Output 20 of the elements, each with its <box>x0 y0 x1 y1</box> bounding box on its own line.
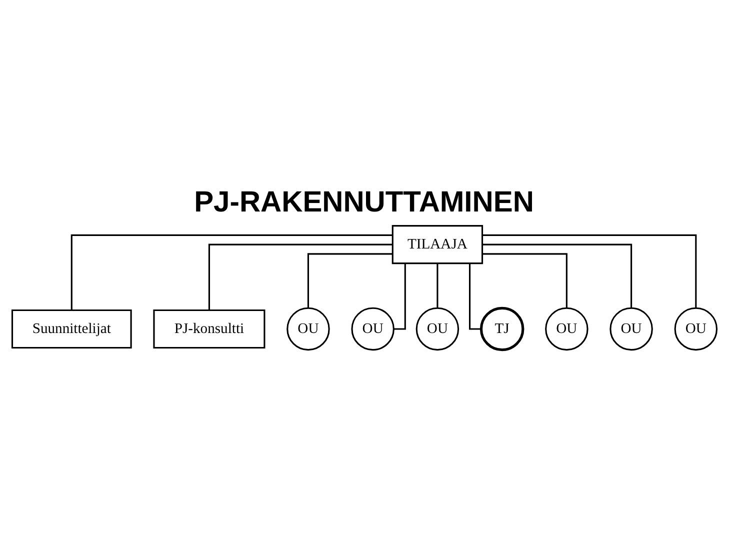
connector <box>70 234 393 310</box>
node-circle: OU <box>674 307 718 351</box>
connector <box>482 244 632 308</box>
diagram-title: PJ-RAKENNUTTAMINEN <box>194 186 534 219</box>
connector <box>394 264 406 330</box>
node-circle: OU <box>610 307 653 351</box>
node-circle: TJ <box>480 306 524 352</box>
connector <box>208 244 393 310</box>
node-circle: OU <box>351 307 394 351</box>
node-box: Suunnittelijat <box>11 309 132 349</box>
node-circle: OU <box>545 307 588 351</box>
connector <box>436 264 438 308</box>
node-circle: OU <box>416 307 460 351</box>
connector <box>482 253 568 308</box>
connector <box>307 253 393 308</box>
node-box: TILAAJA <box>392 225 484 264</box>
node-circle: OU <box>286 307 330 351</box>
connector <box>482 234 697 308</box>
node-box: PJ-konsultti <box>153 309 266 349</box>
connector <box>468 264 482 330</box>
